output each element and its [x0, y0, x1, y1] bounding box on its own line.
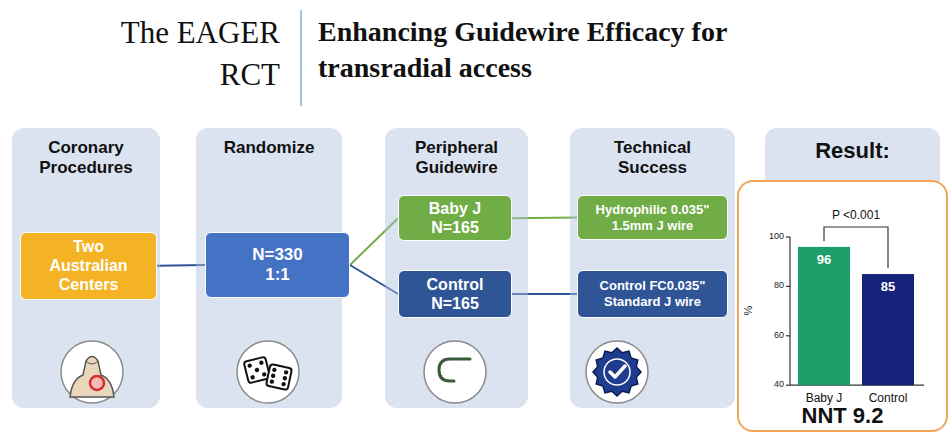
icon-part [247, 363, 252, 368]
p-value: P <0.001 [819, 208, 893, 222]
icon-part [593, 348, 641, 396]
subtitle: Enhancing Guidewire Efficacy for transra… [318, 14, 858, 86]
check-badge-icon [582, 337, 652, 407]
arm-box: Baby J N=165 [398, 195, 512, 241]
panel-heading: Peripheral Guidewire [385, 128, 528, 179]
process-box: Two Australian Centers [20, 232, 157, 300]
stage-panel: Peripheral GuidewireBaby J N=165Control … [385, 128, 528, 408]
box-text: Baby J N=165 [409, 199, 501, 237]
icon-part [604, 359, 630, 385]
icon-part [284, 370, 289, 375]
axis-tick [786, 335, 790, 336]
panel-heading: Result: [801, 128, 904, 164]
category-label: Control [855, 391, 921, 405]
panel-heading: Technical Success [570, 128, 735, 179]
nnt-value: NNT 9.2 [802, 404, 884, 428]
bar-value: 85 [862, 279, 914, 295]
chest-icon [57, 337, 127, 407]
icon-part [86, 361, 98, 364]
icon-part [272, 367, 277, 372]
icon-part [282, 376, 287, 381]
diagram-title: The EAGER RCT [88, 12, 280, 96]
axis-tick [786, 236, 790, 237]
icon-part [266, 364, 292, 390]
axis-tick-label: 80 [757, 280, 784, 291]
arm-box: Control N=165 [398, 270, 512, 318]
box-text: Control N=165 [409, 275, 501, 313]
category-label: Baby J [791, 391, 857, 405]
icon-part [610, 366, 625, 377]
box-text: N=330 1:1 [240, 245, 315, 286]
outcome-box: Hydrophilic 0.035" 1.5mm J wire [577, 195, 728, 240]
icon-part [262, 372, 267, 377]
icon-part [250, 375, 255, 380]
divider-line [300, 10, 302, 106]
icon-part [70, 357, 114, 398]
icon-part [439, 359, 470, 381]
result-panel: Result:NNT 9.2P <0.001100806040%9685Baby… [765, 128, 940, 198]
icon-part [281, 382, 286, 387]
icon-part [269, 379, 274, 384]
stage-panel: Technical SuccessHydrophilic 0.035" 1.5m… [570, 128, 735, 408]
axis-tick [786, 385, 790, 386]
stage-panel: RandomizeN=330 1:1 [196, 128, 342, 408]
axis-tick-label: 100 [757, 231, 784, 242]
y-axis [789, 237, 790, 385]
axis-tick [786, 286, 790, 287]
icon-part [61, 341, 123, 403]
icon-part [254, 367, 259, 372]
icon-part [259, 360, 264, 365]
icon-part [271, 373, 276, 378]
bar-value: 96 [798, 252, 850, 268]
icon-part [266, 364, 292, 390]
panel-heading: Randomize [210, 128, 329, 158]
icon-part [90, 376, 104, 390]
bar-control [862, 274, 914, 385]
bar-baby-j [798, 247, 850, 385]
icon-part [424, 341, 486, 403]
box-text: Two Australian Centers [33, 237, 144, 295]
process-box: N=330 1:1 [205, 232, 350, 298]
axis-title: % [742, 303, 755, 319]
icon-part [237, 341, 299, 403]
axis-tick-label: 60 [757, 330, 784, 341]
result-chart-box: NNT 9.2 P <0.001 100 80 60 40% 96 85Baby JContr… [737, 180, 948, 432]
guidewire-icon [420, 337, 490, 407]
axis-tick-label: 40 [757, 379, 784, 390]
box-text: Hydrophilic 0.035" 1.5mm J wire [583, 202, 722, 233]
outcome-box: Control FC0.035" Standard J wire [577, 270, 728, 318]
icon-part [586, 341, 648, 403]
significance-bracket [824, 227, 888, 268]
stage-panel: Coronary ProceduresTwo Australian Center… [12, 128, 160, 408]
box-text: Control FC0.035" Standard J wire [583, 278, 722, 309]
panel-heading: Coronary Procedures [12, 128, 160, 179]
dice-icon [233, 337, 303, 407]
